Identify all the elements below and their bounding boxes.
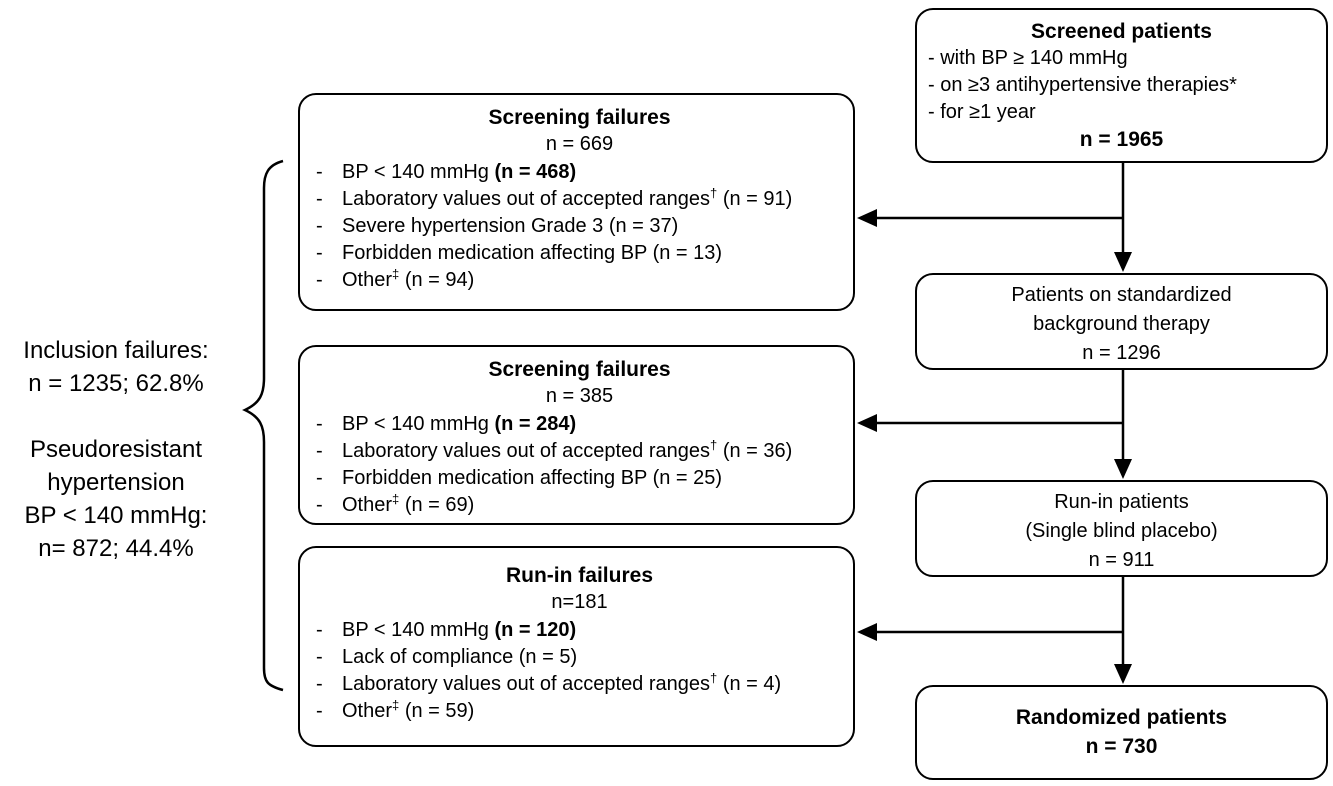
reason-text: Laboratory values out of accepted ranges… bbox=[342, 185, 793, 210]
bullet-dash: - bbox=[316, 646, 323, 668]
failure-reason-item: -Lack of compliance (n = 5) bbox=[316, 644, 843, 671]
note-line: n = 1235; 62.8% bbox=[28, 370, 204, 397]
box-count: n = 669 bbox=[545, 133, 614, 155]
failure-reason-item: -Severe hypertension Grade 3 (n = 37) bbox=[316, 213, 843, 240]
bullet-dash: - bbox=[316, 215, 323, 237]
curly-brace bbox=[242, 159, 284, 692]
box-title: Randomized patients bbox=[1015, 706, 1228, 729]
criterion-line: - with BP ≥ 140 mmHg bbox=[928, 47, 1128, 69]
failure-reason-list: -BP < 140 mmHg (n = 120) -Lack of compli… bbox=[316, 617, 843, 725]
failure-reason-list: -BP < 140 mmHg (n = 284) -Laboratory val… bbox=[316, 411, 843, 519]
bullet-dash: - bbox=[316, 188, 323, 210]
note-line: hypertension bbox=[47, 469, 185, 496]
box-count: n = 1296 bbox=[1082, 342, 1161, 364]
failure-reason-item: -Other‡ (n = 59) bbox=[316, 698, 843, 725]
box-randomized-patients: Randomized patients n = 730 bbox=[915, 685, 1328, 780]
reason-text: BP < 140 mmHg (n = 284) bbox=[342, 413, 577, 435]
inclusion-failures-note: Inclusion failures: n = 1235; 62.8% Pseu… bbox=[0, 334, 232, 565]
failure-reason-item: -BP < 140 mmHg (n = 284) bbox=[316, 411, 843, 438]
failure-reason-list: -BP < 140 mmHg (n = 468) -Laboratory val… bbox=[316, 159, 843, 294]
box-run-in-failures: Run-in failures n=181 -BP < 140 mmHg (n … bbox=[298, 546, 855, 747]
criterion-line: - for ≥1 year bbox=[928, 101, 1036, 123]
bullet-dash: - bbox=[316, 494, 323, 516]
bullet-dash: - bbox=[316, 673, 323, 695]
failure-reason-item: -Laboratory values out of accepted range… bbox=[316, 438, 843, 465]
reason-text: Other‡ (n = 69) bbox=[342, 491, 475, 516]
bullet-dash: - bbox=[316, 242, 323, 264]
reason-text: BP < 140 mmHg (n = 120) bbox=[342, 619, 577, 641]
box-line: Run-in patients bbox=[1054, 491, 1189, 513]
bullet-dash: - bbox=[316, 467, 323, 489]
reason-text: Lack of compliance (n = 5) bbox=[342, 646, 578, 668]
bullet-dash: - bbox=[316, 269, 323, 291]
bullet-dash: - bbox=[316, 619, 323, 641]
note-line: Pseudoresistant bbox=[29, 436, 203, 463]
reason-text: Laboratory values out of accepted ranges… bbox=[342, 670, 782, 695]
failure-reason-item: -Forbidden medication affecting BP (n = … bbox=[316, 465, 843, 492]
arrowhead-down-randomized bbox=[1114, 664, 1132, 684]
box-count: n = 911 bbox=[1088, 549, 1155, 571]
arrowhead-left-fail-3 bbox=[857, 623, 877, 641]
reason-text: Other‡ (n = 59) bbox=[342, 697, 475, 722]
box-line: background therapy bbox=[1033, 313, 1210, 335]
box-title: Run-in failures bbox=[505, 564, 653, 587]
box-line: (Single blind placebo) bbox=[1025, 520, 1218, 542]
box-count: n = 730 bbox=[1085, 735, 1158, 758]
box-title: Screened patients bbox=[1031, 20, 1212, 43]
failure-reason-item: -Other‡ (n = 94) bbox=[316, 267, 843, 294]
failure-reason-item: -Forbidden medication affecting BP (n = … bbox=[316, 240, 843, 267]
box-standardized-therapy: Patients on standardized background ther… bbox=[915, 273, 1328, 370]
arrowhead-down-standardized bbox=[1114, 252, 1132, 272]
bullet-dash: - bbox=[316, 440, 323, 462]
failure-reason-item: -Other‡ (n = 69) bbox=[316, 492, 843, 519]
reason-text: Forbidden medication affecting BP (n = 2… bbox=[342, 467, 723, 489]
box-title: Screening failures bbox=[488, 358, 671, 381]
box-line: Patients on standardized bbox=[1011, 284, 1232, 306]
box-run-in-patients: Run-in patients (Single blind placebo) n… bbox=[915, 480, 1328, 577]
box-count: n = 1965 bbox=[1079, 128, 1164, 151]
note-line: n= 872; 44.4% bbox=[38, 535, 194, 562]
reason-text: Other‡ (n = 94) bbox=[342, 266, 475, 291]
failure-reason-item: -Laboratory values out of accepted range… bbox=[316, 671, 843, 698]
box-count: n = 385 bbox=[545, 385, 614, 407]
box-screened-patients: Screened patients - with BP ≥ 140 mmHg -… bbox=[915, 8, 1328, 163]
box-title: Screening failures bbox=[488, 106, 671, 129]
box-screening-failures-1: Screening failures n = 669 -BP < 140 mmH… bbox=[298, 93, 855, 311]
note-line: BP < 140 mmHg: bbox=[24, 502, 208, 529]
bullet-dash: - bbox=[316, 413, 323, 435]
reason-text: BP < 140 mmHg (n = 468) bbox=[342, 161, 577, 183]
reason-text: Laboratory values out of accepted ranges… bbox=[342, 437, 793, 462]
arrowhead-left-fail-2 bbox=[857, 414, 877, 432]
box-count: n=181 bbox=[551, 591, 608, 613]
note-line: Inclusion failures: bbox=[23, 337, 209, 364]
bullet-dash: - bbox=[316, 700, 323, 722]
failure-reason-item: -BP < 140 mmHg (n = 120) bbox=[316, 617, 843, 644]
failure-reason-item: -BP < 140 mmHg (n = 468) bbox=[316, 159, 843, 186]
box-screening-failures-2: Screening failures n = 385 -BP < 140 mmH… bbox=[298, 345, 855, 525]
bullet-dash: - bbox=[316, 161, 323, 183]
criterion-line: - on ≥3 antihypertensive therapies* bbox=[928, 74, 1237, 96]
reason-text: Severe hypertension Grade 3 (n = 37) bbox=[342, 215, 679, 237]
failure-reason-item: -Laboratory values out of accepted range… bbox=[316, 186, 843, 213]
reason-text: Forbidden medication affecting BP (n = 1… bbox=[342, 242, 723, 264]
arrowhead-left-fail-1 bbox=[857, 209, 877, 227]
arrowhead-down-runin bbox=[1114, 459, 1132, 479]
